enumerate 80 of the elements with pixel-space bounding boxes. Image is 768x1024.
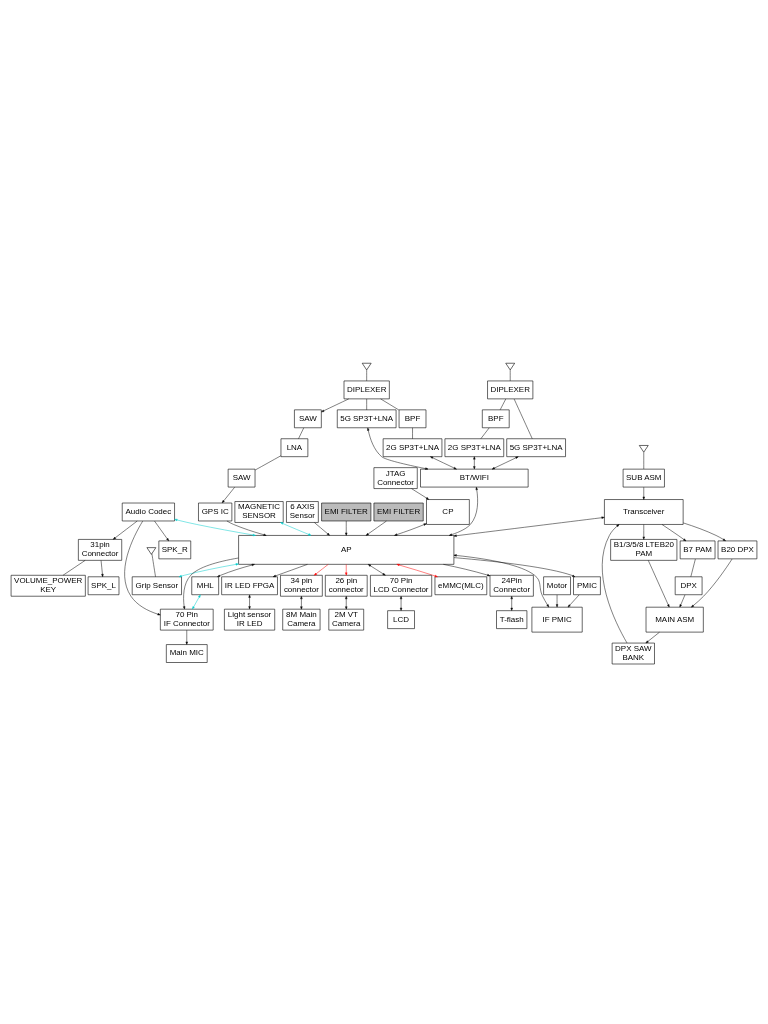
- arrow: [430, 455, 457, 469]
- arrow: [314, 563, 329, 575]
- arrow: [154, 520, 169, 541]
- arrow: [178, 562, 239, 577]
- node-box: 70 Pin IF Connector: [160, 608, 214, 630]
- node-box: JTAG Connector: [373, 466, 418, 489]
- arrow: [443, 563, 491, 576]
- node-box: 8M Main Camera: [282, 608, 321, 630]
- arrow: [491, 455, 519, 469]
- node-box: LNA: [280, 437, 309, 457]
- arrow: [217, 563, 255, 577]
- arrow: [183, 557, 239, 609]
- arrow: [453, 516, 605, 537]
- node-box: SAW: [294, 409, 322, 428]
- arrow: [174, 518, 256, 536]
- node-triangle: [361, 362, 372, 370]
- node-triangle: [146, 546, 157, 555]
- connector: [62, 559, 86, 575]
- arrow: [399, 595, 403, 611]
- arrow: [396, 563, 438, 577]
- arrow: [192, 594, 201, 609]
- arrow: [449, 486, 478, 536]
- arrow: [453, 556, 576, 577]
- node-box: DIPLEXER: [343, 380, 390, 399]
- arrow: [555, 594, 559, 607]
- arrow: [280, 521, 312, 536]
- arrow: [124, 520, 161, 615]
- arrow: [691, 558, 733, 607]
- arrow: [221, 486, 235, 503]
- node-triangle: [505, 362, 515, 370]
- arrow: [367, 427, 429, 470]
- arrow: [248, 594, 251, 609]
- node-box: SAW: [227, 468, 256, 487]
- arrow: [567, 594, 580, 607]
- arrow: [300, 595, 303, 609]
- node-box: BPF: [482, 409, 510, 428]
- arrow: [113, 520, 138, 540]
- node-triangle: [639, 444, 649, 452]
- arrow: [648, 559, 670, 607]
- node-box: EMI FILTER: [321, 502, 372, 521]
- node-box: Audio Codec: [121, 502, 175, 521]
- arrow: [645, 631, 660, 643]
- arrow: [226, 520, 267, 536]
- arrow: [272, 563, 308, 577]
- arrow: [321, 398, 349, 412]
- arrow: [368, 563, 386, 575]
- arrow: [394, 522, 427, 536]
- arrow: [411, 487, 429, 500]
- arrow: [100, 559, 104, 577]
- node-box: IF PMIC: [531, 606, 583, 632]
- node-box: VOLUME_POWER KEY: [10, 574, 86, 597]
- arrow: [473, 455, 476, 469]
- node-box: 5G SP3T+LNA: [336, 409, 397, 428]
- arrow: [345, 595, 348, 609]
- arrow: [185, 629, 188, 645]
- node-box: 2M VT Camera: [328, 608, 364, 630]
- node-box: BPF: [398, 409, 427, 428]
- node-box: SPK_R: [158, 540, 192, 559]
- node-box: Light sensor IR LED: [224, 608, 276, 630]
- arrow: [679, 594, 686, 607]
- node-box: SUB ASM: [622, 468, 665, 487]
- arrow: [642, 523, 645, 540]
- node-box: SPK_L: [87, 576, 120, 595]
- arrow: [683, 522, 726, 541]
- arrow: [661, 523, 687, 541]
- node-box: DPX: [674, 576, 703, 595]
- arrow: [345, 563, 348, 575]
- node-box: EMI FILTER: [373, 502, 424, 521]
- arrow: [510, 595, 513, 611]
- arrow: [453, 553, 550, 607]
- arrow: [314, 521, 330, 536]
- node-box: Motor: [543, 576, 571, 595]
- connector: [509, 369, 511, 381]
- arrow: [642, 486, 645, 500]
- arrow: [602, 523, 628, 643]
- node-box: GPS IC: [198, 502, 233, 521]
- node-box: 6 AXIS Sensor: [286, 500, 319, 523]
- arrow: [345, 520, 348, 536]
- node-box: DIPLEXER: [487, 380, 534, 399]
- arrow: [365, 520, 387, 536]
